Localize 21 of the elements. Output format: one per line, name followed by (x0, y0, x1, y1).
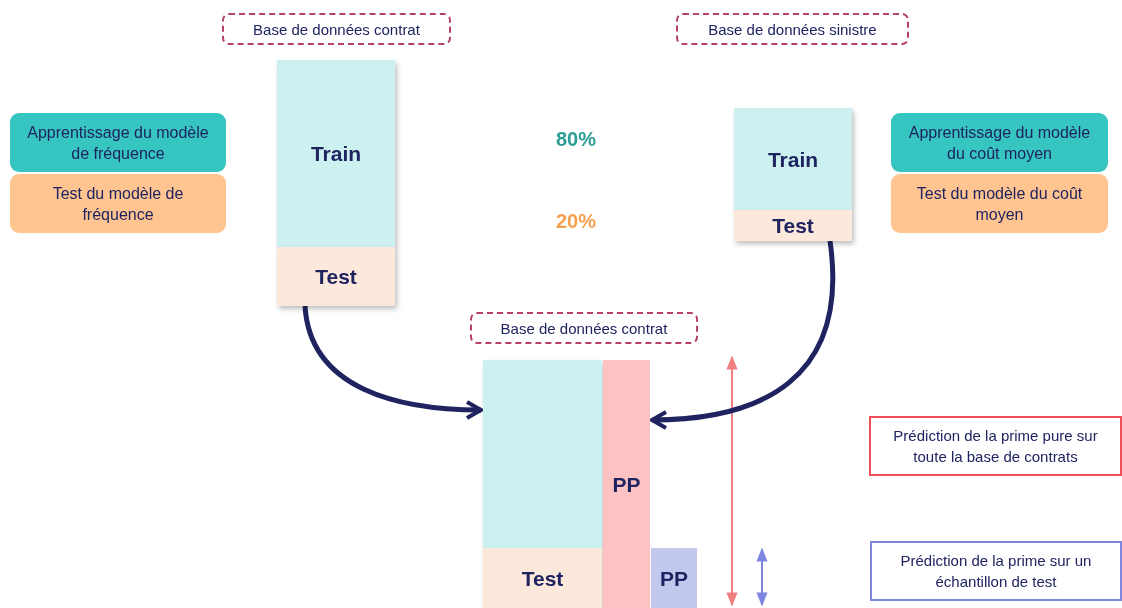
curved-arrow (302, 305, 483, 420)
database-label: Base de données contrat (222, 13, 451, 45)
prediction-bar: PP (651, 548, 697, 608)
test-box: Test du modèle du coût moyen (891, 174, 1108, 233)
test-box: Test du modèle de fréquence (10, 174, 226, 233)
test-block: Test (483, 548, 602, 608)
prediction-bar: PP (603, 360, 650, 608)
note-box: Prédiction de la prime pure sur toute la base de contrats (869, 416, 1122, 476)
note-box: Prédiction de la prime sur un échantillon de test (870, 541, 1122, 601)
train-block (483, 360, 602, 548)
percentage-label: 80% (556, 128, 597, 151)
train-block: Train (277, 60, 395, 247)
training-box: Apprentissage du modèle de fréquence (10, 113, 226, 172)
train-block: Train (734, 108, 852, 210)
database-label: Base de données sinistre (676, 13, 909, 45)
test-block: Test (277, 247, 395, 306)
curved-arrow (650, 240, 836, 430)
database-label: Base de données contrat (470, 312, 698, 344)
test-block: Test (734, 210, 852, 241)
training-box: Apprentissage du modèle du coût moyen (891, 113, 1108, 172)
percentage-label: 20% (556, 210, 597, 233)
